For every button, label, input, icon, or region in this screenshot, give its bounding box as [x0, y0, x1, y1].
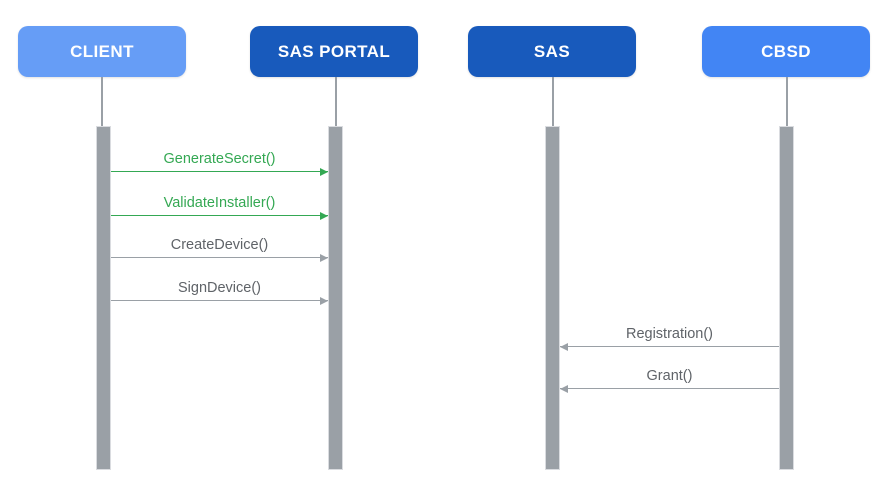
activation-bar-sas — [545, 126, 560, 470]
activation-bar-cbsd — [779, 126, 794, 470]
message-arrow-line — [560, 346, 779, 347]
arrowhead-left-icon — [560, 384, 568, 393]
lifeline-cbsd — [786, 77, 788, 126]
message-arrow-line — [560, 388, 779, 389]
message-arrow-line — [111, 257, 328, 258]
actor-label-sas: SAS — [533, 41, 571, 61]
actor-box-sas-portal: SAS PORTAL — [250, 26, 418, 77]
actor-box-cbsd: CBSD — [702, 26, 870, 77]
message-label: GenerateSecret() — [163, 151, 276, 167]
message-arrow-line — [111, 171, 328, 172]
activation-bar-client — [96, 126, 111, 470]
arrowhead-right-icon — [320, 253, 328, 262]
message-label: CreateDevice() — [170, 237, 269, 253]
message-label: Grant() — [646, 368, 693, 384]
activation-bar-sas-portal — [328, 126, 343, 470]
arrowhead-right-icon — [320, 296, 328, 305]
actor-label-client: CLIENT — [70, 41, 134, 61]
message-label: SignDevice() — [178, 280, 261, 296]
actor-label-sas-portal: SAS PORTAL — [277, 41, 391, 61]
message-label: ValidateInstaller() — [163, 195, 276, 211]
lifeline-sas — [552, 77, 554, 126]
message-arrow-line — [111, 300, 328, 301]
actor-box-client: CLIENT — [18, 26, 186, 77]
lifeline-client — [101, 77, 103, 126]
arrowhead-right-icon — [320, 167, 328, 176]
lifeline-sas-portal — [335, 77, 337, 126]
actor-label-cbsd: CBSD — [761, 41, 811, 61]
actor-box-sas: SAS — [468, 26, 636, 77]
message-arrow-line — [111, 215, 328, 216]
arrowhead-right-icon — [320, 211, 328, 220]
arrowhead-left-icon — [560, 342, 568, 351]
message-label: Registration() — [625, 326, 714, 342]
